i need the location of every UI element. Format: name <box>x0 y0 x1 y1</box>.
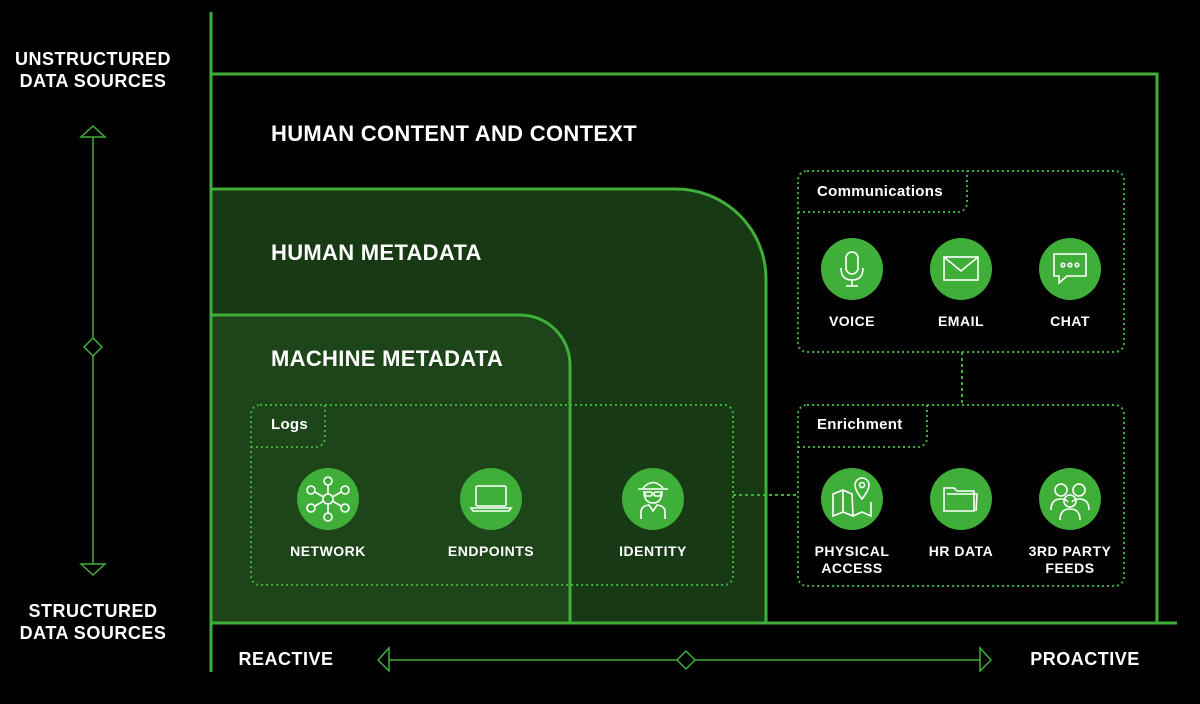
human-content-box <box>211 72 1159 623</box>
chat-bubble-icon <box>1039 238 1101 300</box>
microphone-icon <box>821 238 883 300</box>
communications-group-label: Communications <box>817 183 943 200</box>
horizontal-range-arrow <box>376 646 993 673</box>
identity-label: IDENTITY <box>619 543 687 559</box>
third-party-feeds-label: 3RD PARTY FEEDS <box>1014 543 1126 577</box>
bottom-axis-label: STRUCTURED DATA SOURCES <box>0 600 186 644</box>
endpoints-label: ENDPOINTS <box>447 543 535 559</box>
machine-metadata-region <box>209 313 572 625</box>
human-content-title: HUMAN CONTENT AND CONTEXT <box>271 121 637 146</box>
laptop-icon <box>460 468 522 530</box>
physical-access-label: PHYSICAL ACCESS <box>797 543 907 577</box>
bottom-axis-label-line1: STRUCTURED <box>28 601 158 621</box>
folder-icon <box>930 468 992 530</box>
machine-metadata-title: MACHINE METADATA <box>271 346 504 371</box>
envelope-icon <box>930 238 992 300</box>
voice-label: VOICE <box>828 313 876 329</box>
logs-group-label: Logs <box>271 416 309 433</box>
network-icon <box>297 468 359 530</box>
map-pin-icon <box>821 468 883 530</box>
enrichment-group-box <box>797 404 1125 587</box>
top-axis-label-line1: UNSTRUCTURED <box>15 49 171 69</box>
identity-icon <box>622 468 684 530</box>
network-label: NETWORK <box>290 543 366 559</box>
email-label: EMAIL <box>937 313 985 329</box>
vertical-range-arrow <box>79 124 107 577</box>
bottom-axis-label-line2: DATA SOURCES <box>19 623 167 643</box>
reactive-label: REACTIVE <box>238 649 334 669</box>
hr-data-label: HR DATA <box>911 543 1011 560</box>
communications-group-box <box>797 170 1125 353</box>
physical-access-label-line2: ACCESS <box>821 560 883 576</box>
hr-data-label-line1: HR DATA <box>928 543 994 559</box>
human-metadata-title: HUMAN METADATA <box>271 240 482 265</box>
top-axis-label: UNSTRUCTURED DATA SOURCES <box>0 48 186 92</box>
people-group-icon <box>1039 468 1101 530</box>
proactive-label: PROACTIVE <box>1030 649 1140 669</box>
physical-access-label-line1: PHYSICAL <box>814 543 890 559</box>
enrichment-group-label: Enrichment <box>817 416 903 433</box>
logs-group-box <box>250 404 734 586</box>
third-party-feeds-label-line2: FEEDS <box>1045 560 1095 576</box>
third-party-feeds-label-line1: 3RD PARTY <box>1028 543 1112 559</box>
top-axis-label-line2: DATA SOURCES <box>19 71 167 91</box>
chat-label: CHAT <box>1050 313 1090 329</box>
